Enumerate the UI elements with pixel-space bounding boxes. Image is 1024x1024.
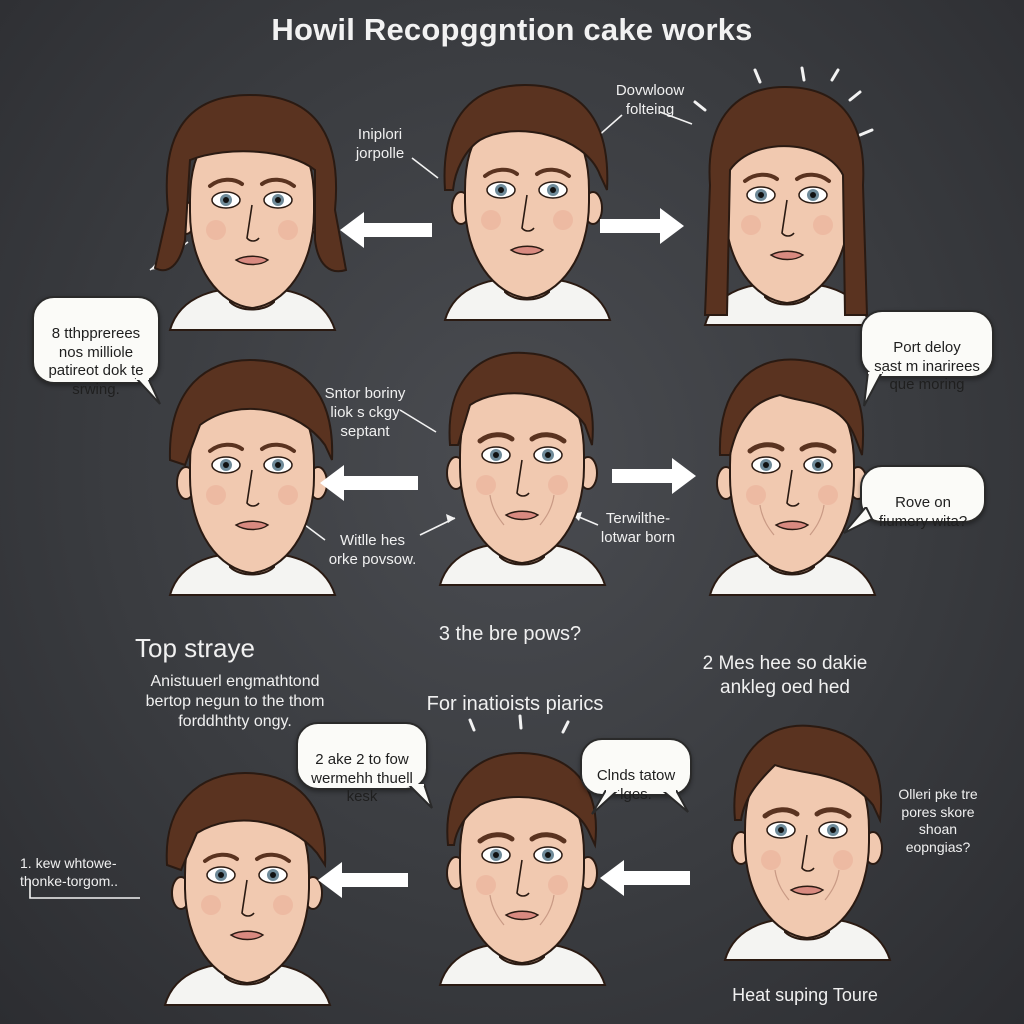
- speech-bubble-right-top-text: Port deloy sast m inarirees que moring: [874, 338, 980, 394]
- face-mid-right: [690, 355, 895, 596]
- bubble-tail-icon: [134, 378, 161, 405]
- bubble-tail-icon: [408, 784, 433, 809]
- bottom-left-callout-label: 1. kew whtowe- thonke-torgom..: [20, 855, 119, 889]
- speech-bubble-right-top: Port deloy sast m inarirees que moring: [860, 310, 994, 407]
- bottom-right-caption: Heat suping Toure: [732, 985, 878, 1005]
- arrow-left-icon: [320, 465, 420, 501]
- bottom-right-callout-label: Olleri pke tre pores skore shoan eopngia…: [898, 786, 978, 855]
- speech-bubble-bottom-left-text: 2 ake 2 to fow wermehh thuell kesk: [311, 750, 413, 806]
- speech-bubble-bottom-mid-text: Clnds tatow lges.: [596, 766, 676, 803]
- bubble-tail-icon: [591, 790, 620, 815]
- bubble-tail-icon: [863, 372, 884, 407]
- speech-bubble-right-mid: Rove on fiumery wita?: [843, 465, 986, 534]
- arrow-right-icon: [600, 208, 685, 244]
- mid-center-callout-label: Sntor boriny liok s ckgy septant: [324, 385, 406, 440]
- face-bottom-center: [420, 745, 625, 986]
- arrow-left-icon: [340, 212, 435, 248]
- top-center-callout-label: Iniplori jorpolle: [355, 126, 405, 162]
- mid-left-callout-label: Witlle hes orke povsow.: [328, 532, 417, 568]
- speech-bubble-right-mid-text: Rove on fiumery wita?: [878, 493, 968, 530]
- face-mid-center: [420, 345, 625, 586]
- bottom-center-heading: For inatioists piarics: [426, 693, 604, 715]
- top-strayer-heading: Top straye: [135, 633, 255, 663]
- face-top-left: [150, 90, 355, 331]
- speech-bubble-bottom-mid: Clnds tatow lges.: [580, 738, 692, 815]
- bubble-tail-icon: [662, 790, 689, 813]
- page-title: Howil Recopggntion cake works: [271, 12, 753, 47]
- arrow-left-icon: [318, 862, 410, 898]
- face-bottom-right: [705, 720, 910, 961]
- arrow-right-icon: [612, 458, 697, 494]
- face-top-right: [685, 85, 890, 326]
- top-right-callout-label: Dovwloow folteing: [615, 82, 685, 118]
- face-top-center: [425, 80, 630, 321]
- speech-bubble-left-text: 8 tthpprerees nos milliole patireot dok …: [48, 324, 144, 398]
- arrow-left-icon: [600, 860, 692, 896]
- speech-bubble-left: 8 tthpprerees nos milliole patireot dok …: [32, 296, 161, 405]
- top-strayer-text: Anistuuerl engmathtond bertop negun to t…: [145, 673, 325, 730]
- bubble-tail-icon: [843, 507, 874, 534]
- face-bottom-left: [145, 765, 350, 1006]
- speech-bubble-bottom-left: 2 ake 2 to fow wermehh thuell kesk: [296, 722, 433, 809]
- mid-center-caption: 3 the bre pows?: [438, 623, 582, 645]
- mid-right-caption: 2 Mes hee so dakie ankleg oed hed: [702, 653, 868, 698]
- mid-right-callout-label: Terwilthe- lotwar born: [600, 510, 676, 546]
